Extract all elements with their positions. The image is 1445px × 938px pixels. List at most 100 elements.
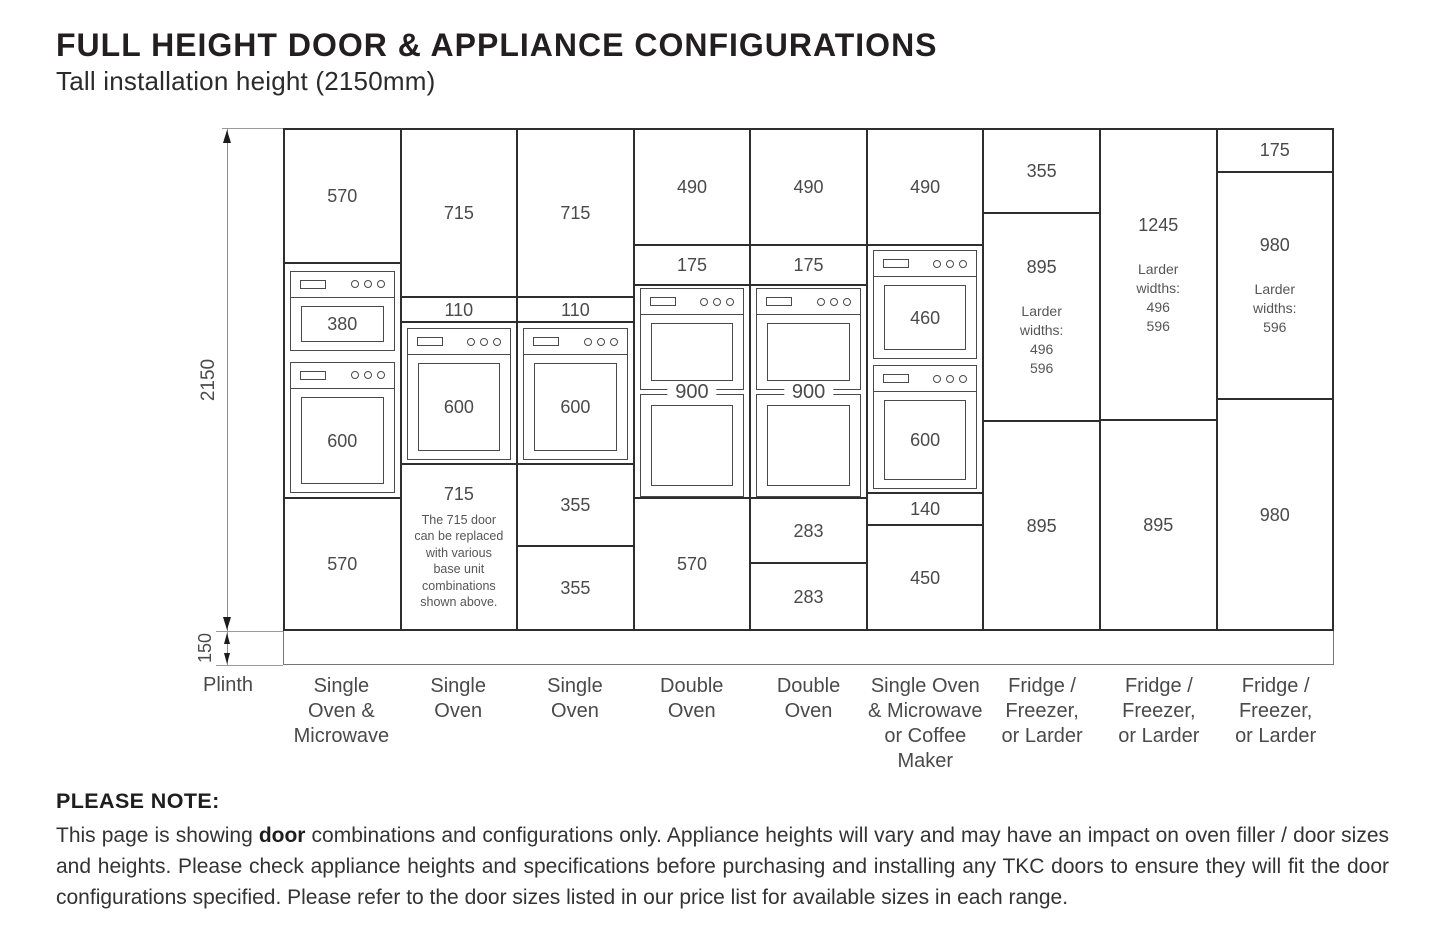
- caption-line: Oven: [784, 700, 833, 722]
- arrow-down-icon: [224, 653, 230, 664]
- door-section: 570: [285, 130, 400, 262]
- appliance-control-panel: [291, 272, 394, 298]
- appliance-window: 600: [417, 363, 501, 451]
- height-label: 895: [1026, 257, 1057, 278]
- control-dots: [350, 371, 385, 380]
- microwave-appliance: 380: [290, 270, 395, 351]
- aperture-height-label: 460: [910, 307, 941, 328]
- knob-icon: [959, 259, 968, 268]
- arrow-up-icon: [224, 633, 230, 644]
- double-oven-upper: [756, 288, 861, 391]
- door-section: 450: [867, 524, 983, 629]
- filler-section: 175: [634, 243, 750, 285]
- door-content: 895: [1143, 514, 1173, 536]
- door-content: 715: [444, 202, 474, 224]
- control-dots: [583, 337, 618, 346]
- filler-section: 110: [401, 295, 517, 322]
- double_oven-section: 900: [634, 284, 750, 497]
- display-rect-icon: [649, 297, 676, 307]
- display-rect-icon: [300, 279, 326, 289]
- dimension-label-2150: 2150: [198, 358, 219, 402]
- aperture-height-label: 600: [910, 430, 941, 451]
- knob-icon: [946, 374, 955, 383]
- dimension-line-150: [227, 632, 228, 665]
- double-oven-appliance: 900: [756, 288, 861, 497]
- appliance-window: [767, 323, 850, 382]
- note-bold-word: door: [258, 824, 306, 847]
- caption-line: Microwave: [293, 725, 390, 747]
- appliance-window: 460: [883, 285, 967, 351]
- knob-icon: [816, 297, 825, 306]
- door-content: 490: [910, 176, 940, 198]
- knob-icon: [363, 280, 372, 289]
- height-label: 355: [1026, 161, 1057, 182]
- note-line: 596: [1029, 360, 1054, 377]
- door-section: 355: [518, 545, 633, 629]
- double-oven-lower: [639, 394, 745, 497]
- caption-line: Double: [660, 675, 724, 697]
- door-section: 355: [518, 462, 633, 545]
- note-text: combinations and configurations only. Ap…: [56, 824, 1389, 909]
- height-label: 570: [676, 553, 707, 574]
- caption-line: Freezer,: [1122, 700, 1196, 722]
- plinth-label: Plinth: [202, 674, 254, 696]
- note-line: with various: [425, 545, 492, 560]
- note-line: Larder: [1021, 303, 1062, 320]
- knob-icon: [350, 371, 359, 380]
- filler-content: 175: [1260, 139, 1290, 161]
- knob-icon: [493, 337, 502, 346]
- note-line: widths:: [1019, 322, 1064, 339]
- height-label: 175: [793, 254, 824, 275]
- control-dots: [816, 297, 851, 306]
- caption-line: Freezer,: [1238, 700, 1313, 722]
- door-section: 715: [518, 130, 633, 296]
- height-label: 140: [910, 499, 941, 520]
- knob-icon: [583, 337, 592, 346]
- door-section: 490: [751, 130, 866, 244]
- control-dots: [467, 337, 502, 346]
- note-line: widths:: [1136, 279, 1180, 296]
- door-section: 895: [1100, 419, 1216, 629]
- dimension-line-2150: [227, 128, 228, 631]
- knob-icon: [376, 371, 385, 380]
- caption-line: Oven: [667, 700, 716, 722]
- appliances-section: 600: [518, 321, 633, 463]
- height-label: 490: [910, 176, 941, 197]
- appliance-control-panel: [640, 289, 744, 316]
- height-label: 355: [560, 578, 591, 599]
- page-subtitle: Tall installation height (2150mm): [56, 66, 436, 96]
- caption-line: or Larder: [1001, 725, 1083, 747]
- door-section: 715: [402, 130, 517, 296]
- door-content: 283: [794, 520, 824, 542]
- appliance-window: 600: [883, 400, 967, 481]
- appliance-window: 600: [301, 396, 384, 485]
- control-dots: [933, 374, 968, 383]
- filler-section: 110: [518, 295, 633, 322]
- double-oven-appliance: 900: [639, 288, 745, 497]
- control-dots: [700, 297, 735, 306]
- aperture-height-label: 900: [783, 381, 834, 404]
- filler-content: 175: [794, 254, 824, 276]
- knob-icon: [726, 297, 735, 306]
- door-section: 895: [984, 420, 1099, 629]
- appliance-control-panel: [407, 329, 511, 356]
- column-6: 490 460 600 140 450: [865, 130, 983, 629]
- witness-line-plinth-bottom: [216, 665, 283, 666]
- appliance-window: 380: [301, 305, 384, 342]
- height-label: 283: [793, 520, 824, 541]
- note-line: Larder: [1137, 260, 1179, 277]
- knob-icon: [467, 337, 476, 346]
- dimension-label-150: 150: [195, 632, 215, 664]
- appliance-control-panel: [757, 289, 860, 316]
- height-label: 450: [910, 567, 941, 588]
